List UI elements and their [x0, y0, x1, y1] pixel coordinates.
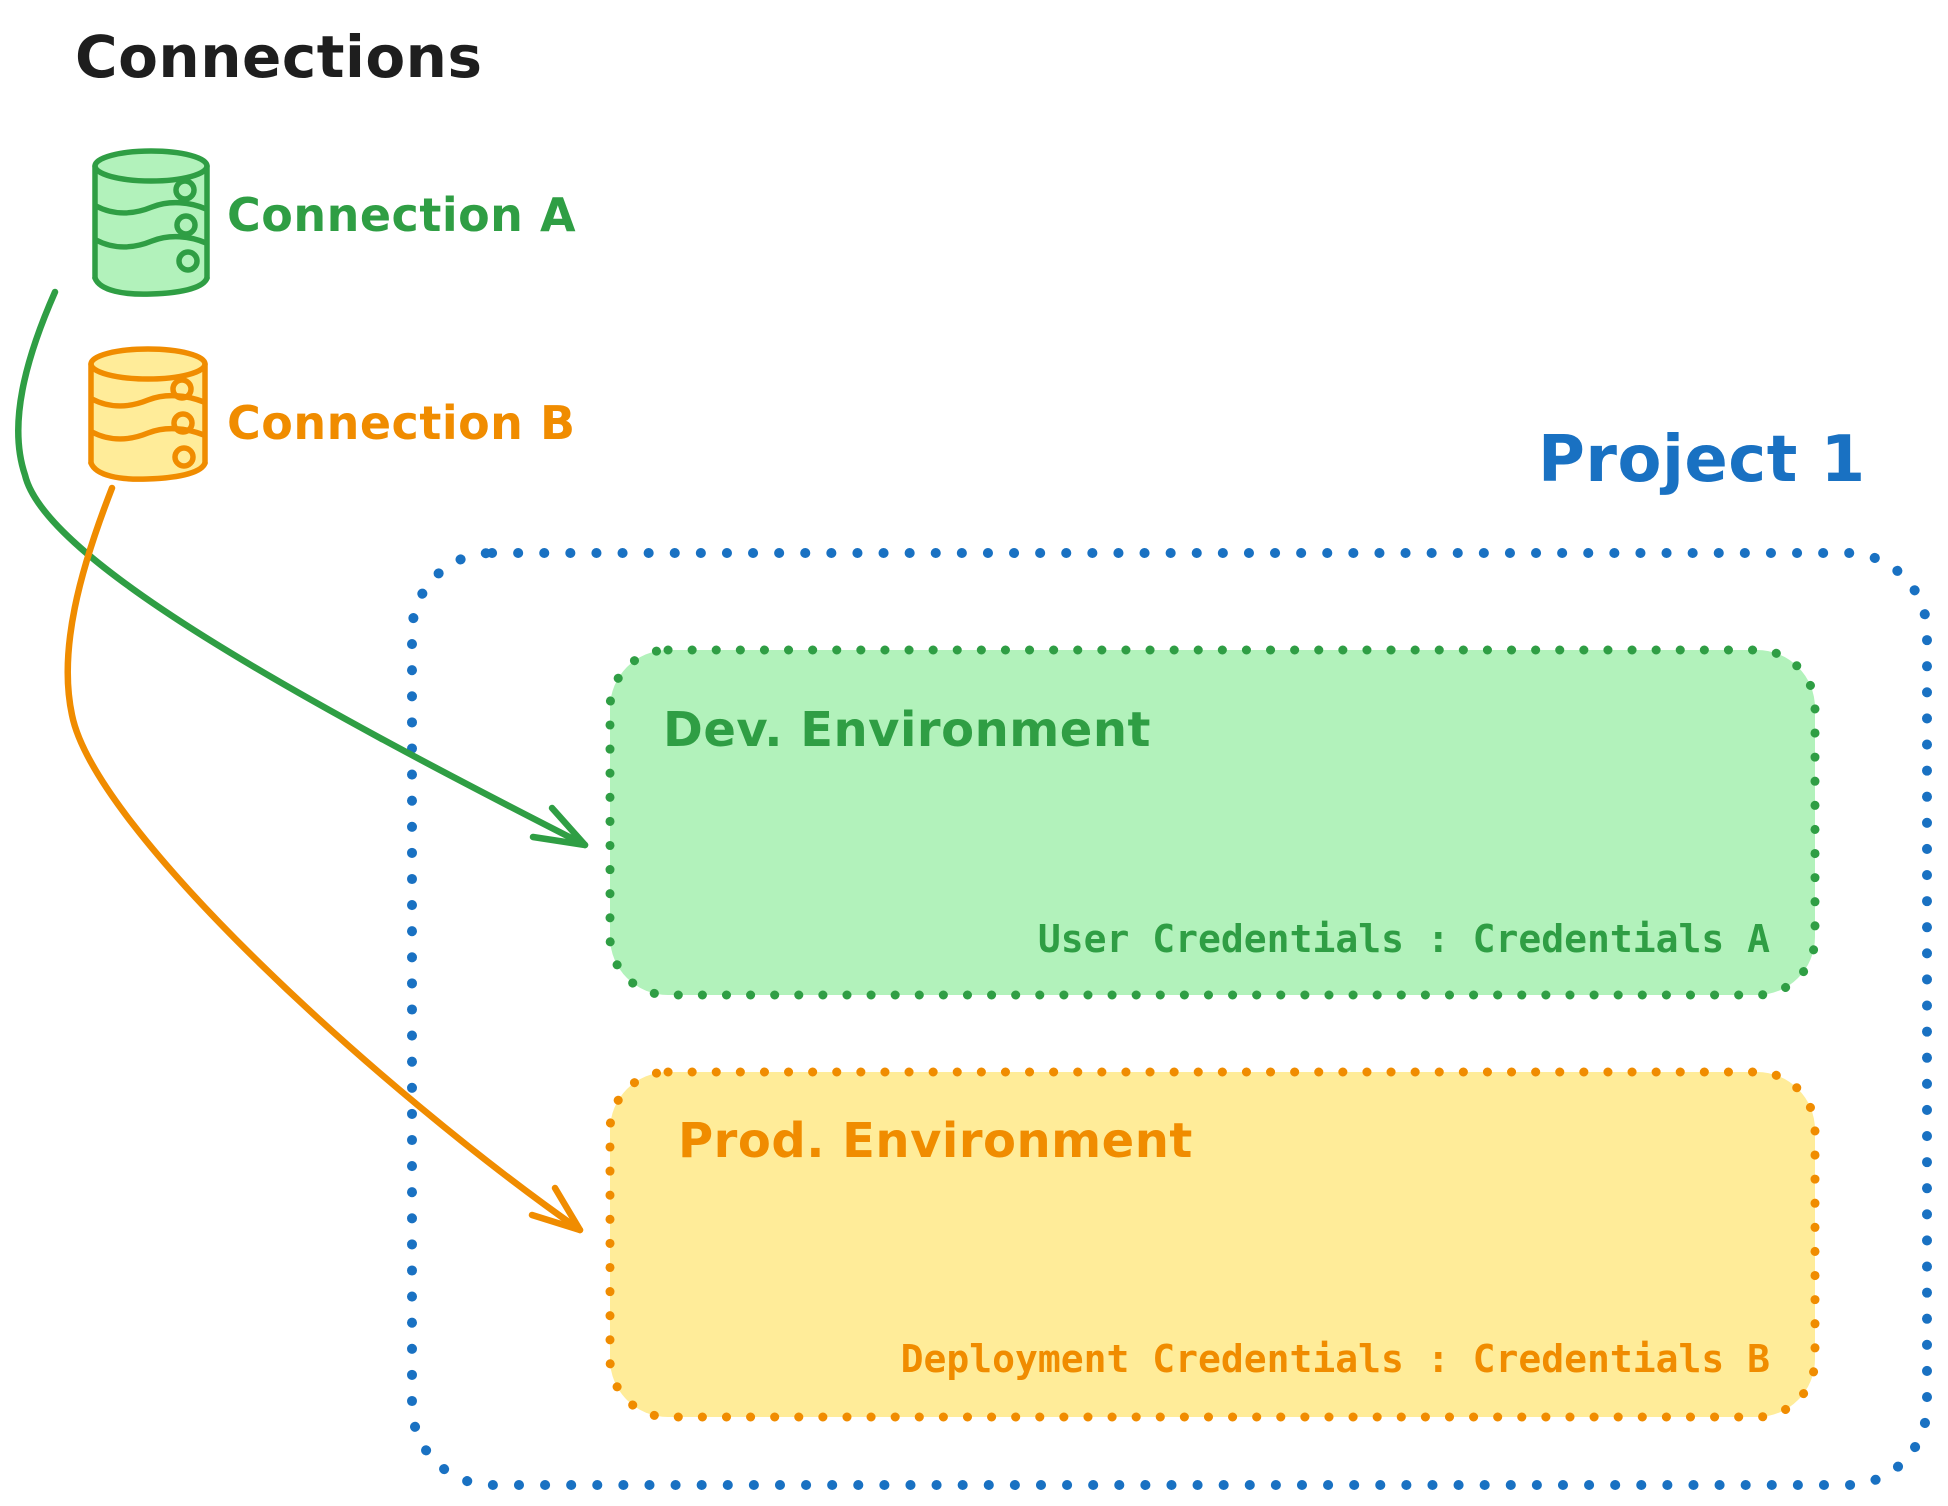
database-b-dot: [170, 377, 194, 401]
dev-environment-box: [605, 645, 1820, 1000]
connection-a-arrow: [15, 288, 589, 849]
database-a-dot: [176, 249, 200, 273]
database-icon-a: [92, 148, 210, 297]
database-b-dot: [172, 445, 196, 469]
database-a-separator: [93, 199, 209, 216]
prod-environment-title: Prod. Environment: [678, 1113, 1193, 1169]
connection-b-arrow-line: [64, 484, 584, 1234]
database-a-bottom: [92, 275, 210, 297]
dev-environment-credentials: User Credentials : Credentials A: [1037, 917, 1770, 961]
prod-environment-border: [605, 1067, 1820, 1422]
database-a-dot: [174, 213, 198, 237]
database-b-bottom: [88, 460, 208, 482]
dev-environment-title: Dev. Environment: [663, 702, 1151, 758]
project-title: Project 1: [1538, 423, 1866, 497]
connection-b-arrow: [64, 484, 584, 1234]
connections-title: Connections: [75, 23, 483, 91]
database-a-dot: [173, 178, 197, 202]
connection-a-arrow-line: [15, 288, 589, 849]
connection-a-label: Connection A: [227, 188, 577, 242]
dev-environment-border: [605, 645, 1820, 1000]
project-box-border: [407, 548, 1932, 1490]
connection-a-arrowhead-icon: [529, 804, 589, 849]
connection-b-arrowhead-icon: [528, 1184, 584, 1234]
database-a-separator: [93, 233, 209, 250]
prod-environment-credentials: Deployment Credentials : Credentials B: [900, 1337, 1770, 1381]
project-box: [407, 548, 1932, 1490]
database-icon-b: [88, 346, 208, 482]
database-b-dot: [171, 411, 195, 435]
connection-b-label: Connection B: [227, 396, 576, 450]
prod-environment-box: [605, 1067, 1820, 1422]
